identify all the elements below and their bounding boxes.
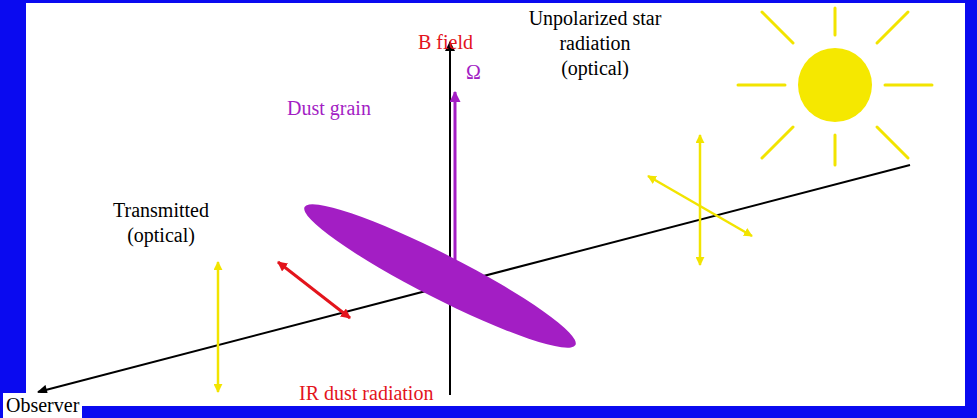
b-field-axis	[449, 42, 451, 395]
grain-label: Dust grain	[287, 96, 371, 121]
observer-label: Observer	[3, 393, 82, 418]
transmitted-label: Transmitted (optical)	[100, 198, 222, 248]
ir-label: IR dust radiation	[296, 381, 436, 406]
white-panel	[26, 3, 965, 406]
dust-grain	[295, 187, 586, 364]
ir-polarization-arrow	[278, 262, 350, 318]
polarization-arrow	[699, 135, 702, 265]
field-label: B field	[418, 30, 473, 55]
sun	[738, 8, 932, 165]
spin-axis-arrow	[454, 92, 457, 272]
polarization-arrow	[648, 176, 752, 236]
omega-label: Ω	[466, 60, 481, 85]
line-of-sight	[38, 165, 910, 392]
polarization-arrow	[217, 262, 220, 392]
source-label: Unpolarized star radiation (optical)	[527, 6, 663, 81]
